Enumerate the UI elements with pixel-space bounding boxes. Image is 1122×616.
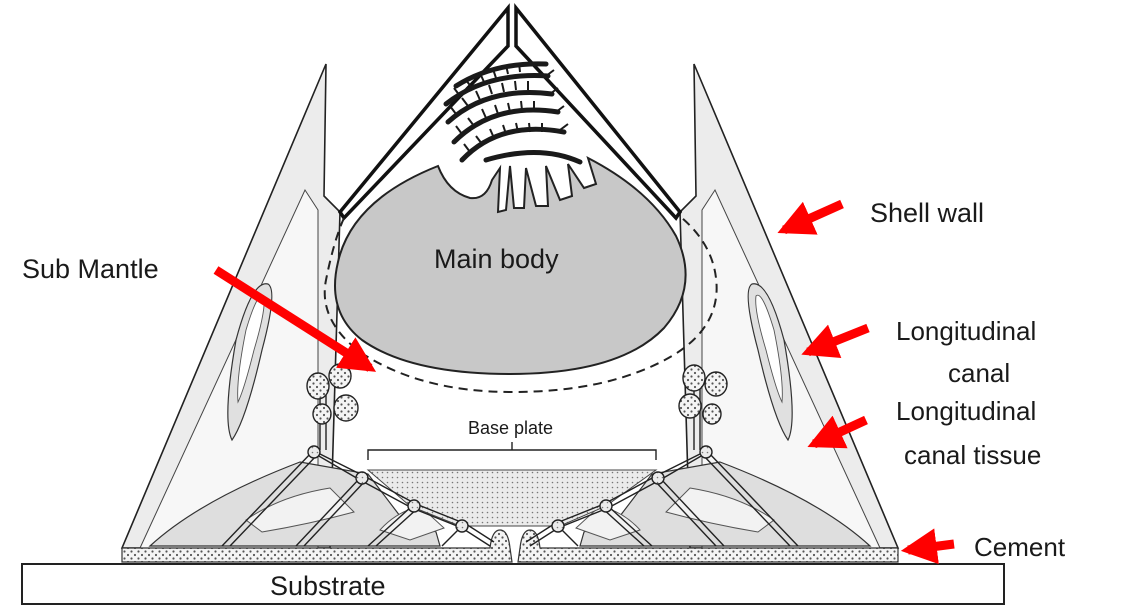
label-longitudinal-canal-line2: canal [948, 358, 1010, 388]
label-shell-wall: Shell wall [870, 198, 984, 228]
label-cement: Cement [974, 532, 1066, 562]
label-longitudinal-canal-line1: Longitudinal [896, 316, 1036, 346]
base-tissue [148, 461, 872, 547]
cement-glands-left [306, 363, 469, 533]
sub-mantle [323, 217, 718, 394]
label-main-body: Main body [434, 244, 559, 274]
arrow-cement [900, 528, 955, 565]
arrow-shell-wall [777, 199, 844, 235]
label-sub-mantle: Sub Mantle [22, 254, 159, 284]
arrow-longitudinal-canal [801, 323, 870, 359]
main-body [334, 61, 687, 376]
label-base-plate: Base plate [468, 418, 553, 438]
label-substrate: Substrate [270, 571, 386, 601]
substrate [21, 563, 1005, 605]
label-arrows [213, 199, 955, 565]
shell-wall-left [120, 63, 341, 549]
opercular-plates [337, 3, 683, 221]
label-longitudinal-canal-tissue-line1: Longitudinal [896, 396, 1036, 426]
base-plate-bracket [367, 442, 657, 460]
label-longitudinal-canal-tissue-line2: canal tissue [904, 440, 1041, 470]
arrow-longitudinal-canal-tissue [807, 415, 868, 449]
arrow-sub-mantle [213, 266, 377, 372]
cement-glands-right [551, 364, 728, 533]
